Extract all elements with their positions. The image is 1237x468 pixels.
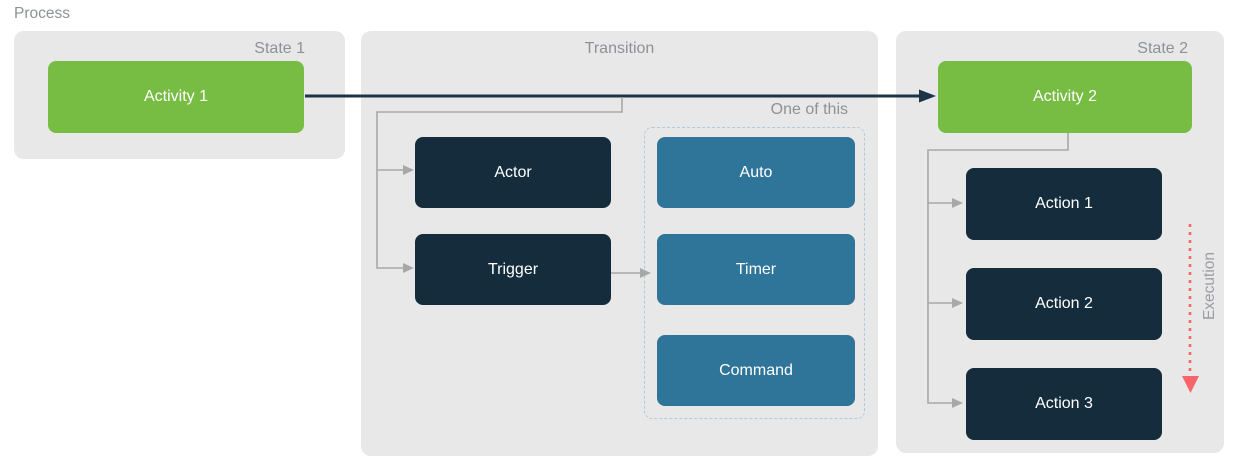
state1-panel-title: State 1 bbox=[254, 40, 305, 57]
activity1-node: Activity 1 bbox=[48, 61, 304, 133]
action2-node: Action 2 bbox=[966, 268, 1162, 340]
auto-option-node: Auto bbox=[657, 137, 855, 208]
diagram-title: Process bbox=[14, 5, 70, 22]
action1-node: Action 1 bbox=[966, 168, 1162, 240]
timer-option-node: Timer bbox=[657, 234, 855, 305]
one-of-this-label: One of this bbox=[770, 101, 848, 118]
action3-node: Action 3 bbox=[966, 368, 1162, 440]
command-option-node: Command bbox=[657, 335, 855, 406]
activity2-node: Activity 2 bbox=[938, 61, 1192, 133]
state2-panel-title: State 2 bbox=[1137, 40, 1188, 57]
trigger-node: Trigger bbox=[415, 234, 611, 305]
transition-panel-title: Transition bbox=[584, 40, 655, 57]
execution-label: Execution bbox=[1201, 251, 1218, 321]
actor-node: Actor bbox=[415, 137, 611, 208]
